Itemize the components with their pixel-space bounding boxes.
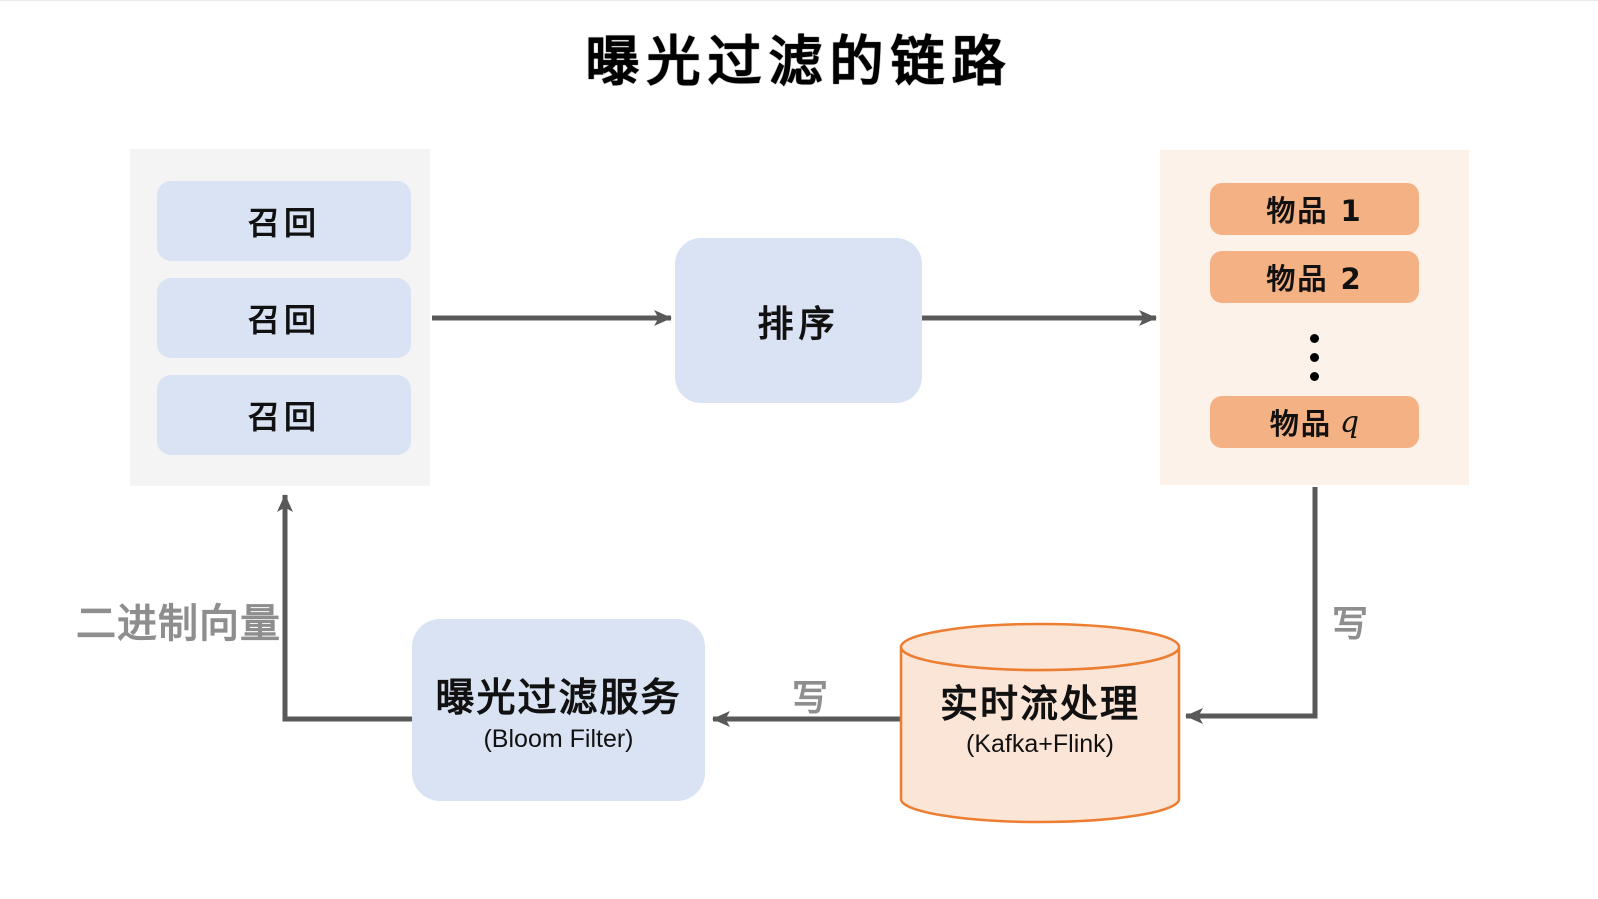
recall-box-1: 召回: [157, 181, 411, 261]
recall-box-label: 召回: [247, 398, 320, 436]
item-box-q: 物品 q: [1210, 396, 1419, 448]
item-box-label: 物品 2: [1266, 262, 1363, 296]
recall-box-label: 召回: [247, 204, 320, 242]
stream-processing-title: 实时流处理: [939, 682, 1140, 726]
item-box-label: 物品: [1269, 407, 1332, 441]
recall-box-label: 召回: [247, 301, 320, 339]
recall-box-3: 召回: [157, 375, 411, 455]
ranking-node-label: 排序: [757, 303, 840, 345]
edge-items-to-stream: [1185, 487, 1318, 724]
exposure-filter-subtitle: (Bloom Filter): [483, 724, 634, 753]
database-cylinder-icon: [899, 622, 1181, 824]
recall-panel: 召回 召回 召回: [130, 149, 430, 486]
edge-label-write-items: 写: [1332, 604, 1369, 645]
edge-label-write-stream: 写: [792, 678, 829, 719]
item-box-2: 物品 2: [1210, 251, 1419, 303]
vertical-ellipsis-icon: [1310, 334, 1319, 381]
edge-label-binary-vector: 二进制向量: [76, 601, 281, 647]
item-box-1: 物品 1: [1210, 183, 1419, 235]
diagram-title: 曝光过滤的链路: [585, 30, 1013, 93]
exposure-filter-node: 曝光过滤服务 (Bloom Filter): [412, 619, 705, 801]
item-box-label: 物品 1: [1266, 194, 1363, 228]
item-box-variable: q: [1339, 404, 1360, 440]
stream-processing-node: 实时流处理 (Kafka+Flink): [895, 615, 1185, 827]
edge-filter-to-recall: [277, 494, 412, 722]
stream-processing-subtitle: (Kafka+Flink): [966, 730, 1114, 758]
ranking-node: 排序: [675, 238, 922, 403]
items-panel: 物品 1 物品 2 物品 q: [1160, 150, 1469, 485]
recall-box-2: 召回: [157, 278, 411, 358]
exposure-filter-title: 曝光过滤服务: [435, 675, 682, 721]
